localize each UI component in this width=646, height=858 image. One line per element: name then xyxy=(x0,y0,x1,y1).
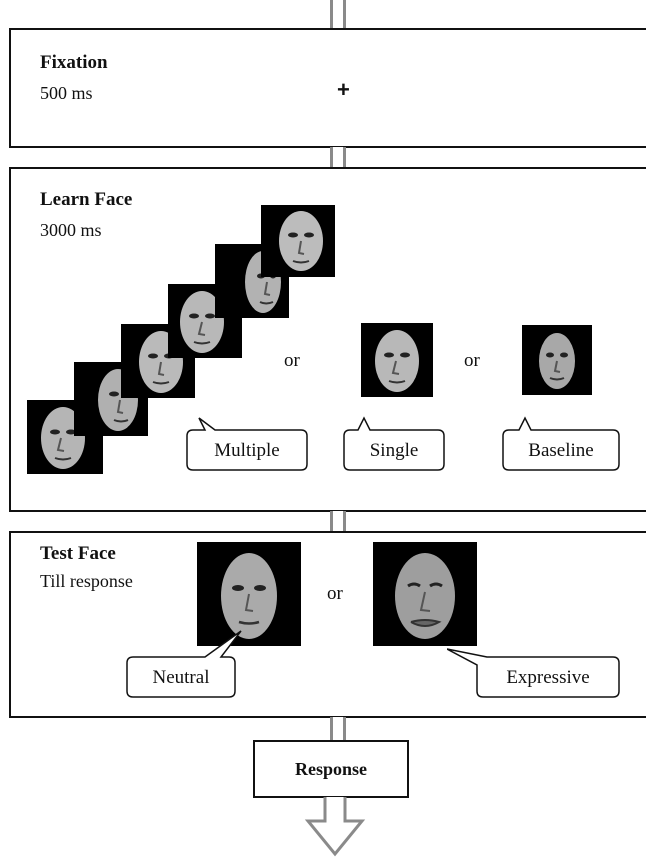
neutral-callout: Neutral xyxy=(125,629,245,701)
response-box: Response xyxy=(253,740,409,798)
test-face-title: Test Face xyxy=(40,543,116,564)
test-face-panel: Test Face Till response or Neutral Expre… xyxy=(9,531,646,718)
fixation-duration: 500 ms xyxy=(40,83,93,103)
callout-label-baseline: Baseline xyxy=(528,440,594,461)
face-image xyxy=(373,542,477,646)
face-image xyxy=(361,323,433,397)
single-callout: Single xyxy=(342,416,446,474)
callout-label-multiple: Multiple xyxy=(214,440,280,461)
learn-face-duration: 3000 ms xyxy=(40,220,102,240)
down-arrow-icon xyxy=(304,797,366,857)
flow-connector-1 xyxy=(330,147,346,169)
fixation-cross: + xyxy=(337,77,350,102)
or-label: or xyxy=(284,350,300,371)
flow-connector-2 xyxy=(330,511,346,533)
or-label: or xyxy=(327,583,343,604)
callout-label-single: Single xyxy=(369,440,419,461)
flow-connector-3 xyxy=(330,717,346,742)
callout-label-neutral: Neutral xyxy=(152,667,210,688)
multiple-callout: Multiple xyxy=(185,416,309,474)
face-image xyxy=(522,325,592,395)
face-image xyxy=(261,205,335,277)
baseline-callout: Baseline xyxy=(501,416,621,474)
flow-connector-top xyxy=(330,0,346,30)
callout-label-expressive: Expressive xyxy=(506,667,590,688)
face-image xyxy=(197,542,301,646)
or-label: or xyxy=(464,350,480,371)
test-face-duration: Till response xyxy=(40,571,133,591)
learn-face-panel: Learn Face 3000 ms or or Multiple Sin xyxy=(9,167,646,512)
expressive-callout: Expressive xyxy=(447,629,621,701)
fixation-title: Fixation xyxy=(40,52,108,73)
fixation-panel: Fixation 500 ms + xyxy=(9,28,646,148)
learn-face-title: Learn Face xyxy=(40,189,133,210)
face-image xyxy=(121,324,195,398)
